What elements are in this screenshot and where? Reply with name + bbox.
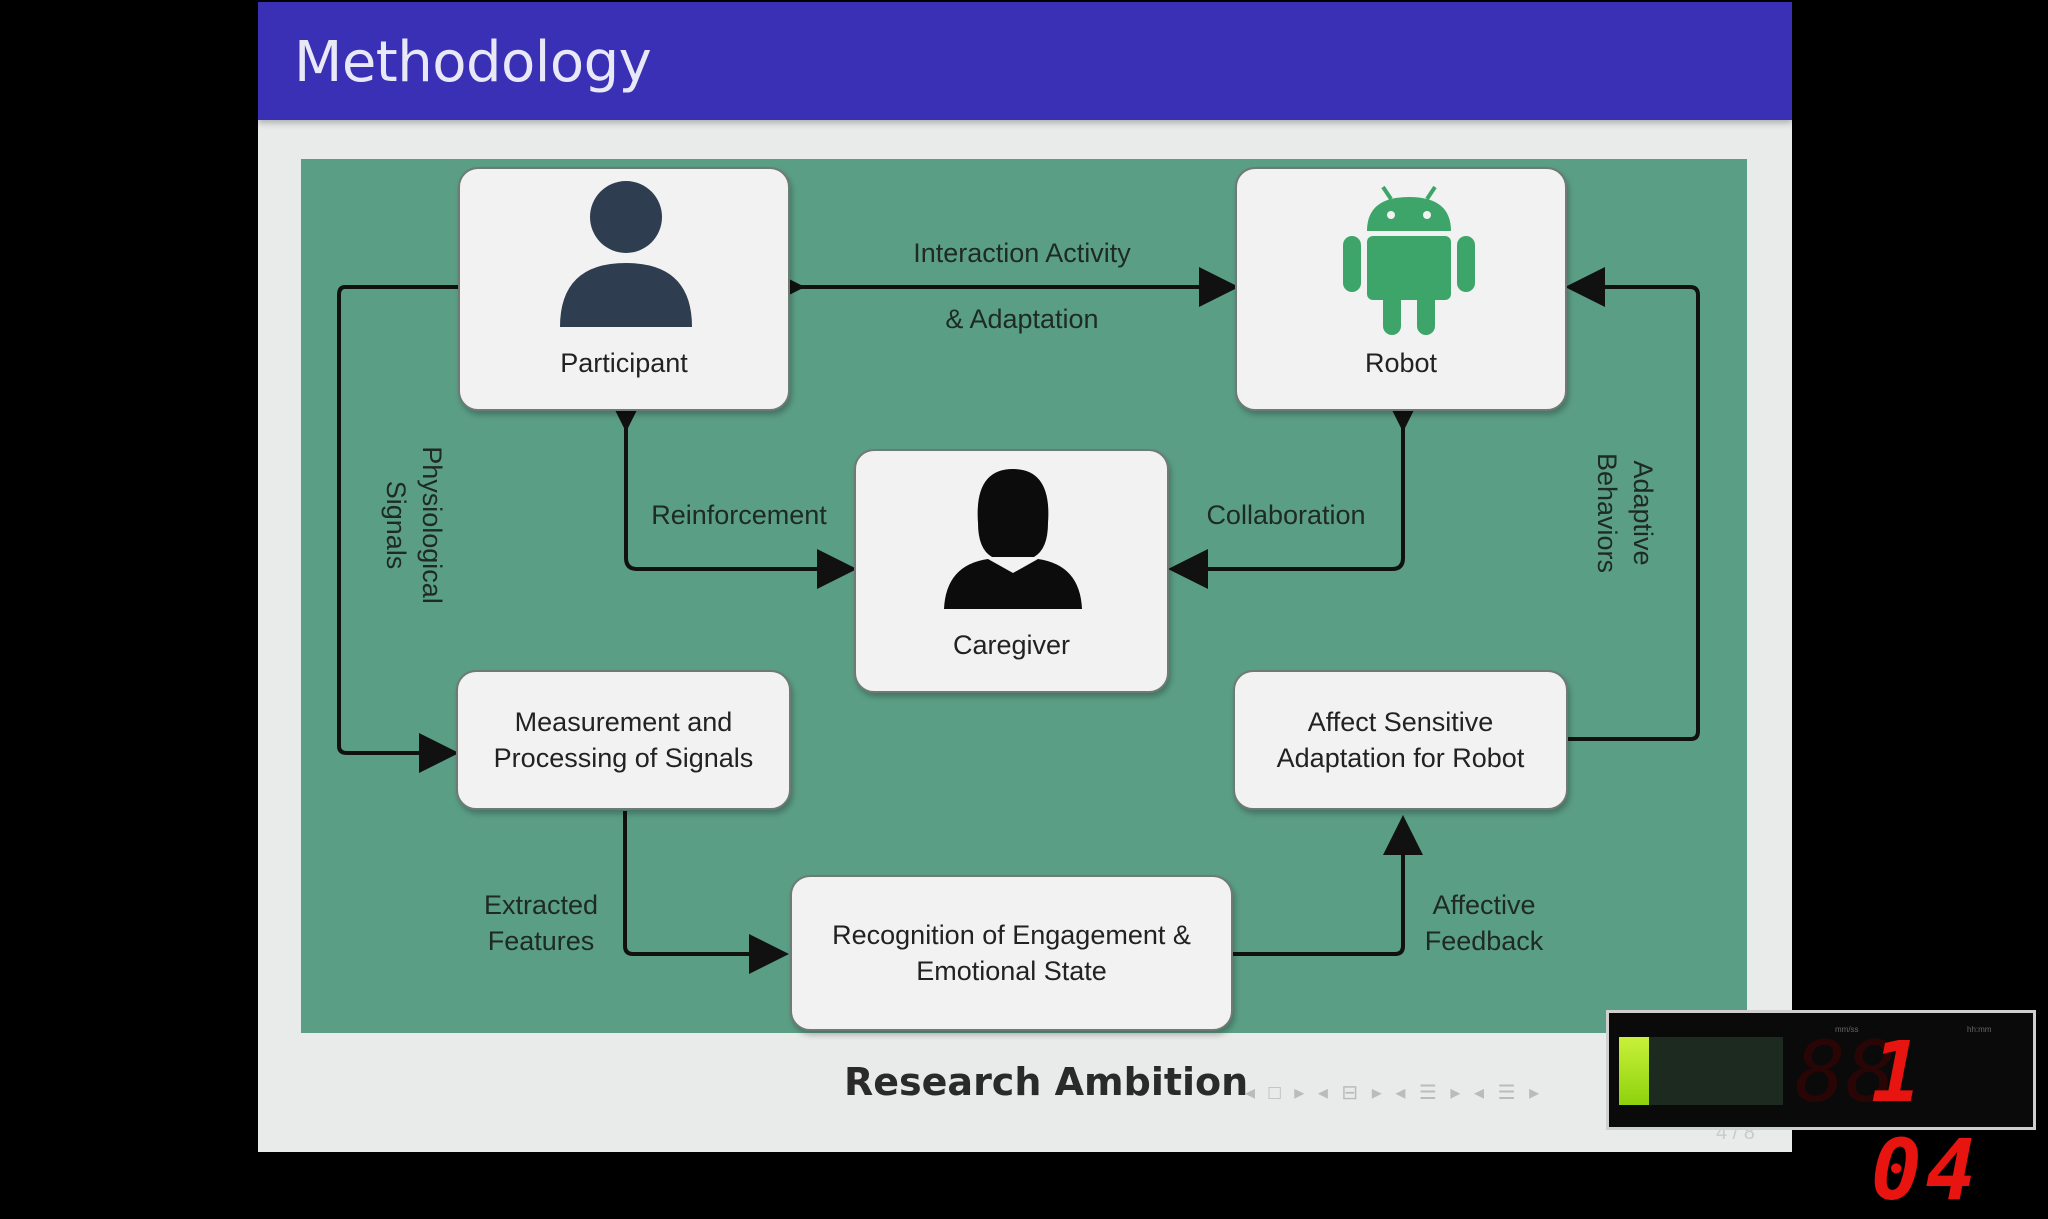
recognition-label-line1: Recognition of Engagement & [832, 920, 1191, 950]
affect-adaptation-node: Affect Sensitive Adaptation for Robot [1233, 670, 1568, 810]
adaptive-label-line1: Adaptive [1628, 460, 1658, 566]
edge-physiological [337, 285, 459, 773]
caregiver-label: Caregiver [952, 630, 1071, 660]
participant-label: Participant [560, 348, 688, 378]
presentation-timer: mm/ss hh:mm 88 1 04 [1606, 1010, 2036, 1219]
affective-label-line2: Feedback [1424, 926, 1544, 956]
person-icon [560, 181, 692, 327]
timer-level-bar [1619, 1037, 1649, 1105]
robot-node: Robot [1235, 167, 1567, 411]
footer-title: Research Ambition [844, 1060, 1249, 1104]
physiological-signals-label: Physiological Signals [378, 440, 450, 610]
caregiver-icon [944, 469, 1082, 609]
edge-collaboration [1168, 392, 1423, 589]
physiological-label-line2: Signals [381, 480, 411, 570]
timer-small-label-right: hh:mm [1967, 1025, 1992, 1034]
slide-header: Methodology [258, 2, 1792, 120]
edge-adaptive [1565, 267, 1700, 741]
slide-title: Methodology [294, 30, 652, 95]
caregiver-node: Caregiver [854, 449, 1169, 693]
collaboration-label: Collaboration [1206, 500, 1366, 530]
edge-affective [1233, 815, 1423, 956]
recognition-label-line2: Emotional State [916, 956, 1107, 986]
android-robot-icon [1343, 185, 1475, 335]
physiological-label-line1: Physiological [417, 446, 447, 604]
recognition-node: Recognition of Engagement & Emotional St… [790, 875, 1233, 1031]
reinforcement-label: Reinforcement [651, 500, 827, 530]
affect-adaptation-label-line1: Affect Sensitive [1307, 707, 1494, 737]
timer-ghost-digits: 88 [1795, 1023, 1897, 1121]
affective-feedback-label: Affective Feedback [1409, 887, 1559, 959]
extracted-label-line2: Features [487, 926, 595, 956]
robot-label: Robot [1364, 348, 1438, 378]
adaptive-label-line2: Behaviors [1592, 452, 1622, 574]
timer-digits: 1 04 [1871, 1023, 1981, 1219]
measurement-node: Measurement and Processing of Signals [456, 670, 791, 810]
measurement-label-line2: Processing of Signals [493, 743, 754, 773]
interaction-label-line1: Interaction Activity [913, 238, 1131, 268]
methodology-diagram: Participant Robot Caregiver Measurement … [301, 159, 1747, 1033]
affective-label-line1: Affective [1432, 890, 1536, 920]
participant-node: Participant [458, 167, 790, 411]
beamer-navigation-icons[interactable]: ◂ □ ▸ ◂ ⊟ ▸ ◂ ☰ ▸ ◂ ☰ ▸ [1245, 1082, 1544, 1104]
adaptive-behaviors-label: Adaptive Behaviors [1589, 438, 1661, 588]
edge-extracted [623, 811, 789, 974]
measurement-label-line1: Measurement and [514, 707, 733, 737]
extracted-features-label: Extracted Features [471, 887, 611, 959]
interaction-label-line2: & Adaptation [945, 304, 1099, 334]
extracted-label-line1: Extracted [483, 890, 599, 920]
edge-reinforcement [606, 392, 857, 589]
affect-adaptation-label-line2: Adaptation for Robot [1276, 743, 1525, 773]
diagram-arrows [337, 267, 1700, 974]
timer-small-label-left: mm/ss [1835, 1025, 1859, 1034]
